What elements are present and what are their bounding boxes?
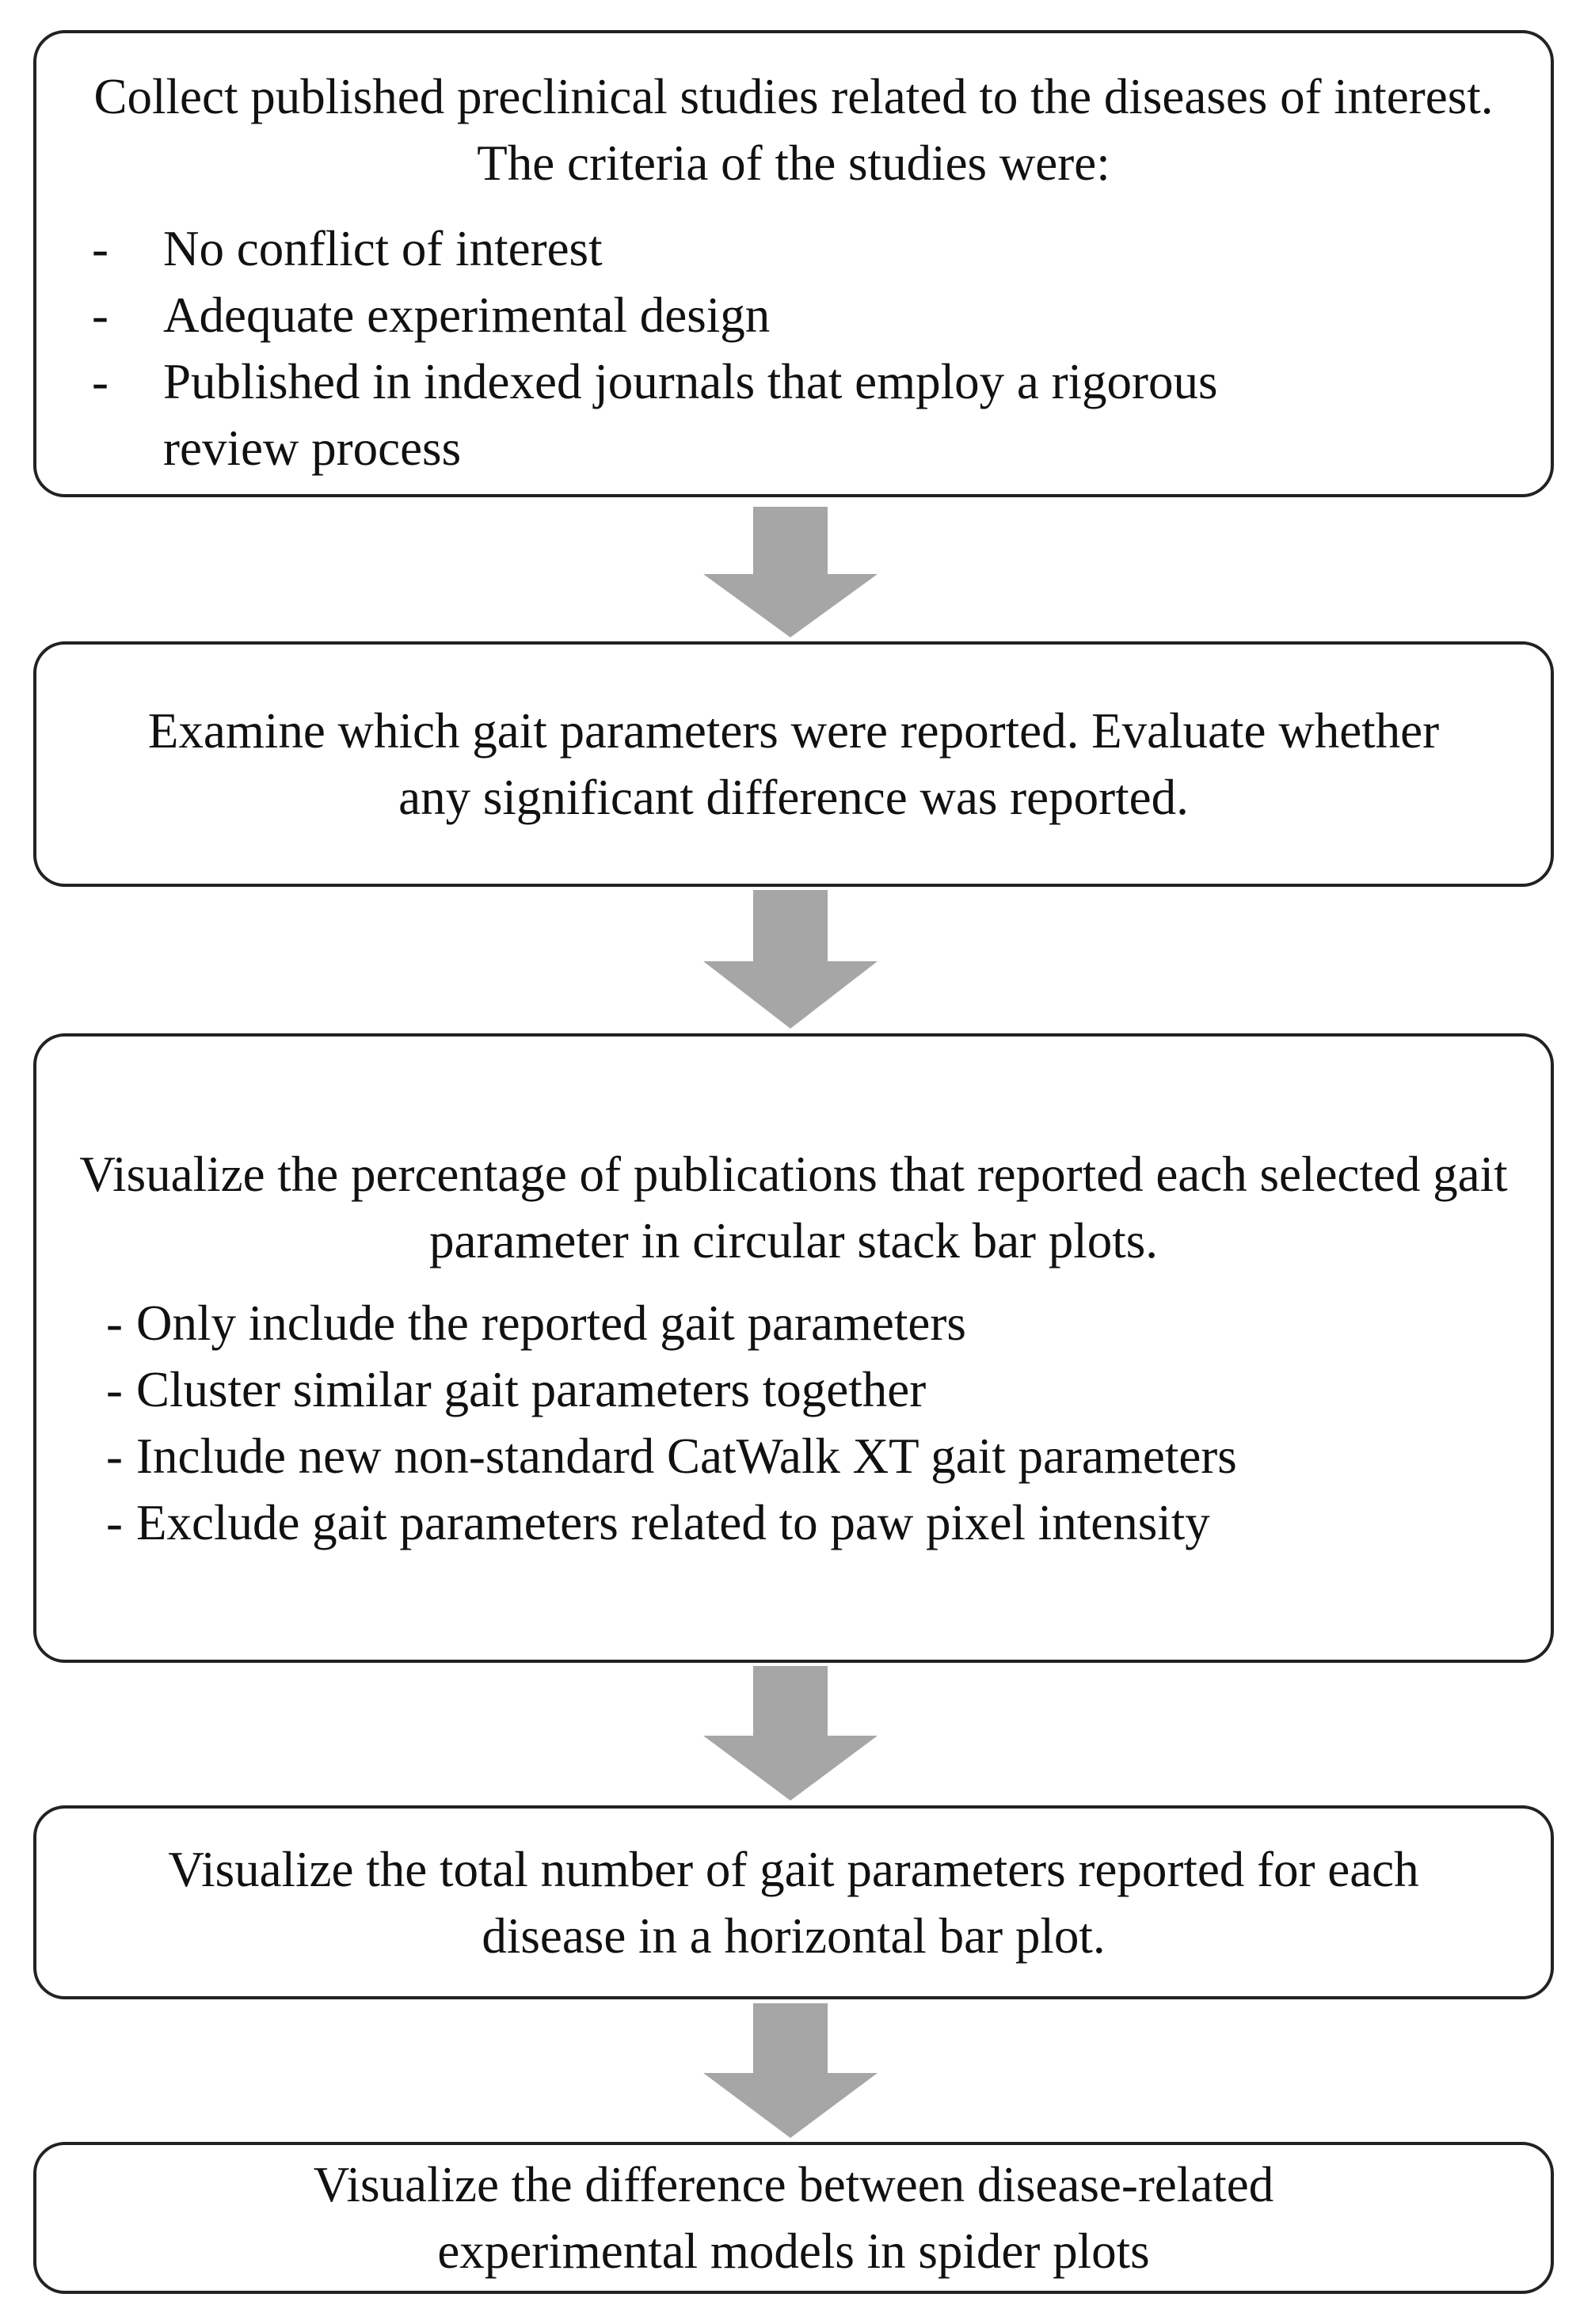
list-item: - Only include the reported gait paramet… <box>106 1290 1519 1356</box>
step-4-text: Visualize the total number of gait param… <box>168 1841 1419 1964</box>
down-arrow-icon <box>0 890 1580 1033</box>
down-arrow-icon <box>0 2003 1580 2142</box>
dash-bullet: - <box>106 1361 123 1417</box>
list-item: - Adequate experimental design <box>92 282 1519 348</box>
step-5-text: Visualize the difference between disease… <box>313 2157 1274 2279</box>
dash-bullet: - <box>92 221 109 276</box>
step-1-text: Collect published preclinical studies re… <box>93 69 1494 191</box>
list-item-text: Adequate experimental design <box>163 287 771 343</box>
step-5-box: Visualize the difference between disease… <box>33 2142 1554 2294</box>
list-item-text: Published in indexed journals that emplo… <box>163 354 1218 476</box>
dash-bullet: - <box>92 354 109 409</box>
list-item-text: Cluster similar gait parameters together <box>136 1361 927 1417</box>
step-3-box: Visualize the percentage of publications… <box>33 1033 1554 1663</box>
list-item: - Published in indexed journals that emp… <box>92 348 1519 481</box>
dash-bullet: - <box>106 1428 123 1484</box>
dash-bullet: - <box>106 1295 123 1351</box>
dash-bullet: - <box>106 1494 123 1550</box>
step-4-box: Visualize the total number of gait param… <box>33 1805 1554 1999</box>
step-3-text: Visualize the percentage of publications… <box>79 1146 1508 1269</box>
step-1-criteria-list: - No conflict of interest - Adequate exp… <box>68 215 1519 481</box>
list-item: - Cluster similar gait parameters togeth… <box>106 1356 1519 1423</box>
list-item-text: No conflict of interest <box>163 221 603 276</box>
step-2-box: Examine which gait parameters were repor… <box>33 641 1554 887</box>
step-2-text: Examine which gait parameters were repor… <box>147 703 1440 825</box>
step-1-box: Collect published preclinical studies re… <box>33 30 1554 497</box>
dash-bullet: - <box>92 287 109 343</box>
step-3-rules-list: - Only include the reported gait paramet… <box>68 1290 1519 1556</box>
down-arrow-icon <box>0 507 1580 641</box>
list-item-text: Only include the reported gait parameter… <box>136 1295 966 1351</box>
list-item-text: Include new non-standard CatWalk XT gait… <box>136 1428 1237 1484</box>
down-arrow-icon <box>0 1666 1580 1805</box>
list-item: - Include new non-standard CatWalk XT ga… <box>106 1423 1519 1489</box>
list-item-text: Exclude gait parameters related to paw p… <box>136 1494 1210 1550</box>
list-item: - No conflict of interest <box>92 215 1519 282</box>
list-item: - Exclude gait parameters related to paw… <box>106 1489 1519 1556</box>
